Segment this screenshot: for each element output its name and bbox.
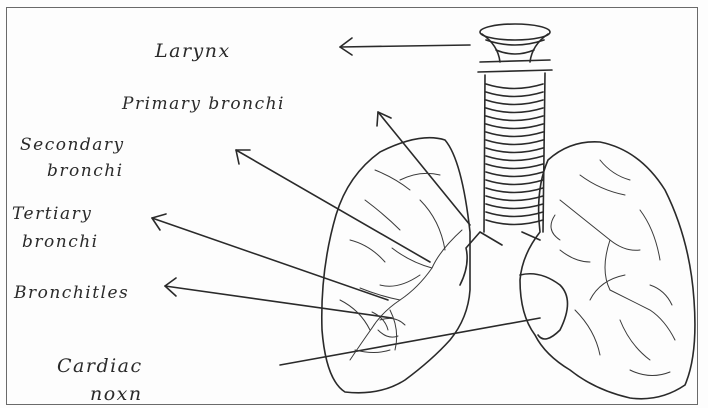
label-cardiac-notch-line1: Cardiac <box>57 355 143 377</box>
pointer-cardiac-notch <box>280 318 540 365</box>
trachea-ring <box>486 84 543 89</box>
pointer-arrows <box>152 38 540 365</box>
trachea-ring <box>486 204 543 209</box>
trachea-ring <box>486 140 543 145</box>
trachea-ring <box>486 220 543 225</box>
arrow-tertiary-bronchi <box>152 218 388 300</box>
trachea-ring <box>486 212 543 217</box>
trachea-ring <box>486 132 543 137</box>
trachea-ring <box>486 116 543 121</box>
trachea-ring <box>486 100 543 105</box>
label-secondary-bronchi-line2: bronchi <box>47 161 124 181</box>
trachea-ring <box>486 180 543 185</box>
label-secondary-bronchi-line1: Secondary <box>20 135 125 155</box>
arrow-larynx <box>340 45 470 47</box>
arrow-secondary-bronchi <box>236 150 430 262</box>
label-bronchioles: Bronchitles <box>13 283 129 303</box>
trachea-ring <box>486 92 543 97</box>
trachea-ring <box>486 124 543 129</box>
trachea-ring <box>486 196 543 201</box>
label-tertiary-bronchi-line2: bronchi <box>22 232 99 252</box>
label-cardiac-notch-line2: noxn <box>90 383 143 405</box>
right-lung <box>520 142 695 399</box>
trachea-ring <box>486 148 543 153</box>
label-larynx: Larynx <box>154 40 231 62</box>
label-primary-bronchi: Primary bronchi <box>121 94 285 114</box>
trachea-ring <box>486 172 543 177</box>
trachea-ring <box>486 108 543 113</box>
arrow-primary-bronchi <box>378 112 470 225</box>
left-lung <box>322 138 502 393</box>
label-tertiary-bronchi-line1: Tertiary <box>12 204 92 224</box>
trachea-ring <box>486 188 543 193</box>
trachea <box>478 24 552 232</box>
trachea-ring <box>486 156 543 161</box>
trachea-ring <box>486 164 543 169</box>
